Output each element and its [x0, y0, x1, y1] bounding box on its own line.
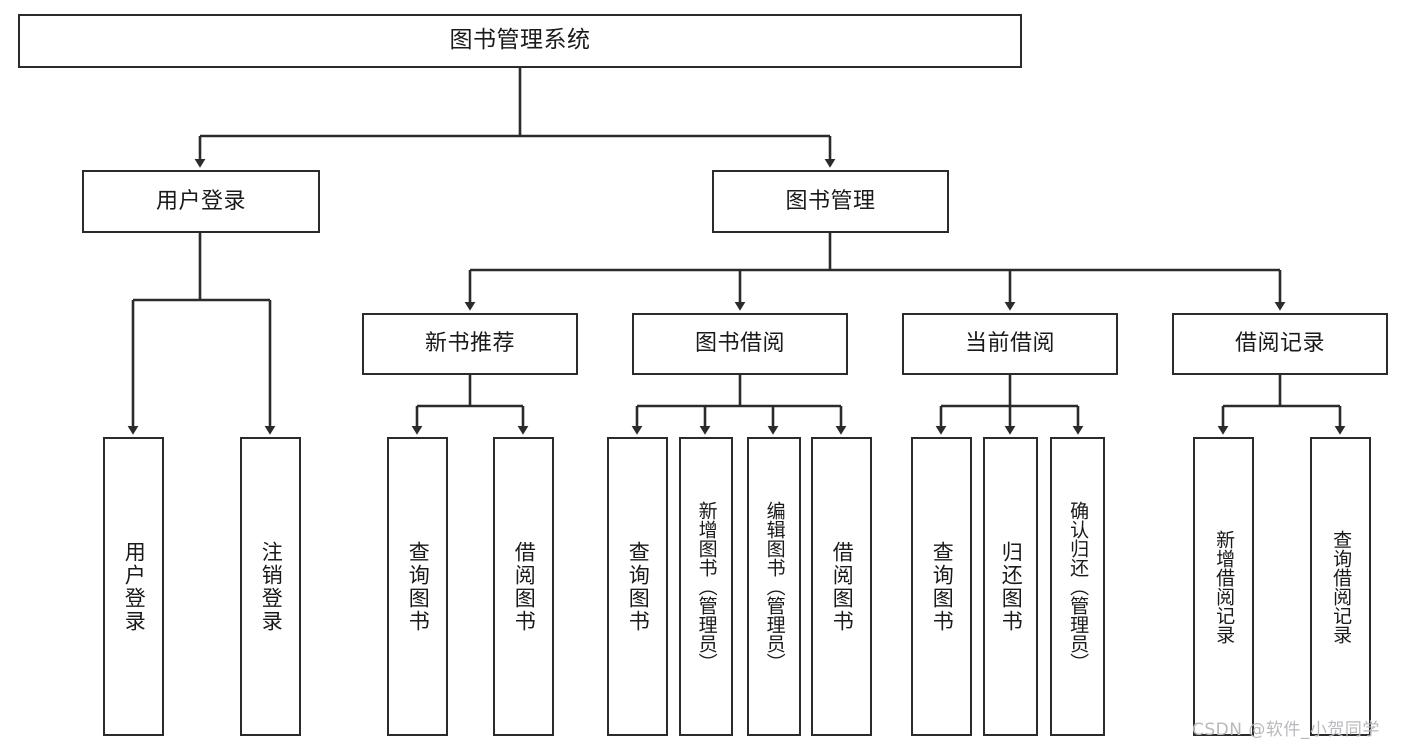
node-root-label: 图书管理系统 [449, 27, 591, 54]
node-leaf-confirm-return-admin-label: 确认归还（管理员） [1067, 501, 1090, 672]
node-leaf-confirm-return-admin[interactable]: 确认归还（管理员） [1050, 437, 1105, 736]
node-leaf-user-login[interactable]: 用户登录 [103, 437, 164, 736]
node-current-borrow-label: 当前借阅 [964, 331, 1055, 357]
node-book-borrow[interactable]: 图书借阅 [632, 313, 848, 375]
node-leaf-logout-login-label: 注销登录 [259, 540, 284, 633]
node-root[interactable]: 图书管理系统 [18, 14, 1022, 68]
node-leaf-query-book-3[interactable]: 查询图书 [911, 437, 972, 736]
node-leaf-return-book[interactable]: 归还图书 [983, 437, 1038, 736]
node-leaf-query-borrow-record[interactable]: 查询借阅记录 [1310, 437, 1371, 736]
node-book-borrow-label: 图书借阅 [694, 331, 785, 357]
node-leaf-add-borrow-record[interactable]: 新增借阅记录 [1193, 437, 1254, 736]
node-leaf-edit-book-admin[interactable]: 编辑图书（管理员） [747, 437, 801, 736]
node-leaf-query-book-2-label: 查询图书 [626, 540, 651, 633]
node-current-borrow[interactable]: 当前借阅 [902, 313, 1118, 375]
node-leaf-return-book-label: 归还图书 [999, 540, 1024, 633]
node-borrow-record-label: 借阅记录 [1234, 331, 1325, 357]
node-user-login-label: 用户登录 [155, 188, 246, 214]
node-new-book-recommend[interactable]: 新书推荐 [362, 313, 578, 375]
node-leaf-add-book-admin-label: 新增图书（管理员） [695, 501, 718, 672]
watermark: CSDN @软件_小贺同学 [1192, 720, 1380, 740]
node-leaf-borrow-book-1-label: 借阅图书 [512, 540, 537, 633]
node-book-management-label: 图书管理 [785, 188, 876, 214]
node-leaf-add-borrow-record-label: 新增借阅记录 [1213, 529, 1236, 644]
node-book-management[interactable]: 图书管理 [712, 170, 949, 233]
node-new-book-recommend-label: 新书推荐 [424, 331, 515, 357]
node-leaf-borrow-book-1[interactable]: 借阅图书 [493, 437, 554, 736]
node-leaf-user-login-label: 用户登录 [122, 540, 147, 633]
node-leaf-query-book-2[interactable]: 查询图书 [607, 437, 668, 736]
node-user-login[interactable]: 用户登录 [82, 170, 320, 233]
node-leaf-borrow-book-2[interactable]: 借阅图书 [811, 437, 872, 736]
node-leaf-logout-login[interactable]: 注销登录 [240, 437, 301, 736]
node-leaf-borrow-book-2-label: 借阅图书 [830, 540, 855, 633]
node-leaf-query-book-3-label: 查询图书 [930, 540, 955, 633]
node-borrow-record[interactable]: 借阅记录 [1172, 313, 1388, 375]
node-leaf-edit-book-admin-label: 编辑图书（管理员） [763, 501, 786, 672]
node-leaf-query-book-1-label: 查询图书 [406, 540, 431, 633]
node-leaf-query-borrow-record-label: 查询借阅记录 [1330, 529, 1353, 644]
node-leaf-query-book-1[interactable]: 查询图书 [387, 437, 448, 736]
node-leaf-add-book-admin[interactable]: 新增图书（管理员） [679, 437, 733, 736]
